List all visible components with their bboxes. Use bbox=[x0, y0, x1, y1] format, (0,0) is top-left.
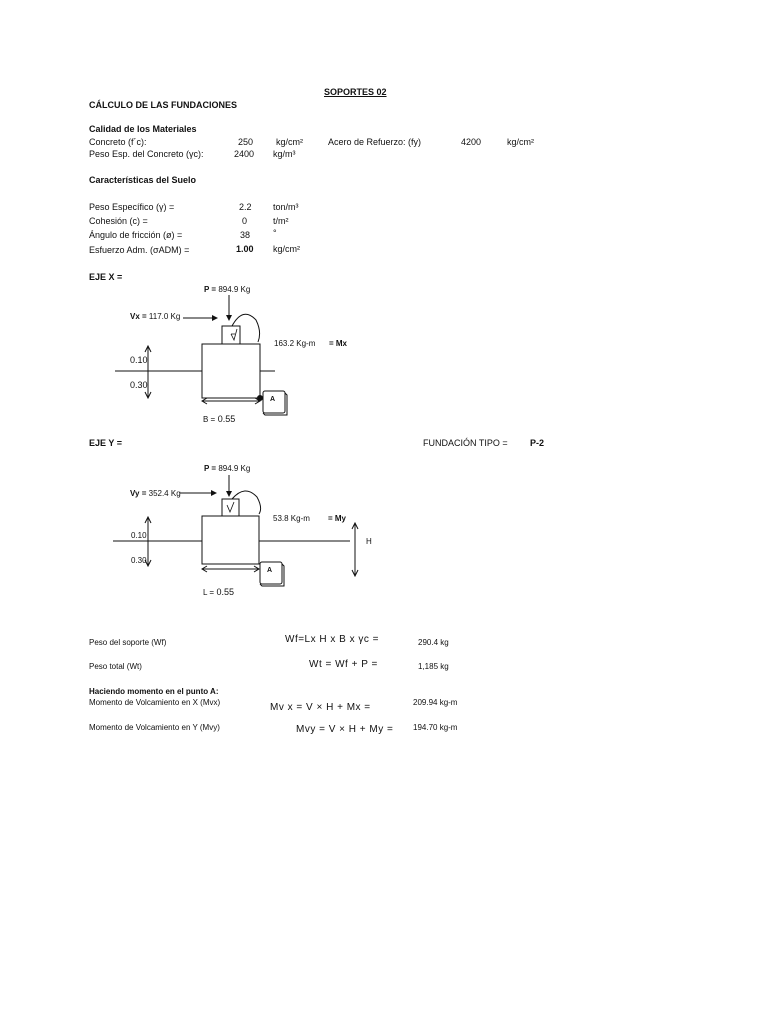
section-heading: CÁLCULO DE LAS FUNDACIONES bbox=[89, 100, 237, 110]
concrete-label: Concreto (f´c): bbox=[89, 137, 147, 147]
column-y bbox=[221, 498, 240, 517]
footing-y bbox=[201, 515, 260, 565]
dim-arrowheads-y bbox=[144, 515, 152, 568]
concrete-weight-label: Peso Esp. del Concreto (γc): bbox=[89, 149, 204, 159]
mvx-formula: Mv x = V × H + Mx = bbox=[270, 702, 371, 713]
mvx-value: 209.94 kg-m bbox=[413, 698, 458, 707]
axis-y-shear: Vy = 352.4 Kg bbox=[130, 489, 181, 498]
steel-value: 4200 bbox=[461, 137, 482, 147]
support-weight-value: 290.4 kg bbox=[418, 638, 449, 647]
axis-x-shear: Vx = 117.0 Kg bbox=[130, 312, 181, 321]
axis-y-moment-key: = My bbox=[328, 514, 347, 523]
column-mark-y bbox=[226, 501, 235, 514]
axis-y-width: L = 0.55 bbox=[203, 587, 235, 597]
allowable-stress-value: 1.00 bbox=[236, 244, 254, 254]
point-a-shadow-y bbox=[259, 563, 285, 587]
axis-x-dim-top: 0.10 bbox=[130, 355, 148, 365]
soil-heading: Características del Suelo bbox=[89, 175, 197, 185]
support-weight-label: Peso del soporte (Wf) bbox=[89, 638, 167, 647]
cohesion-label: Cohesión (c) = bbox=[89, 216, 148, 226]
mvy-value: 194.70 kg-m bbox=[413, 723, 458, 732]
total-weight-label: Peso total (Wt) bbox=[89, 662, 142, 671]
moment-arc-x bbox=[231, 313, 261, 343]
foundation-type-label: FUNDACIÓN TIPO = bbox=[423, 438, 508, 448]
point-a-shadow-x bbox=[262, 392, 288, 416]
mvy-label: Momento de Volcamiento en Y (Mvy) bbox=[89, 723, 220, 732]
mvx-label: Momento de Volcamiento en X (Mvx) bbox=[89, 698, 221, 707]
allowable-stress-label: Esfuerzo Adm. (σADM) = bbox=[89, 245, 190, 255]
axis-x-dim-bottom: 0.30 bbox=[130, 380, 148, 390]
axis-y-point-a: A bbox=[267, 567, 273, 574]
axis-x-point-a: A bbox=[270, 396, 276, 403]
cohesion-unit: t/m² bbox=[273, 216, 289, 226]
soil-weight-label: Peso Específico (γ) = bbox=[89, 202, 175, 212]
axis-x-moment-key: = Mx bbox=[329, 339, 348, 348]
concrete-value: 250 bbox=[238, 137, 254, 147]
axis-y-label: EJE Y = bbox=[89, 438, 122, 448]
dim-arrowheads-x bbox=[144, 344, 152, 400]
axis-y-height-label: H bbox=[366, 537, 372, 546]
mvy-formula: Mvy = V × H + My = bbox=[296, 724, 394, 735]
axis-y-dim-bottom: 0.30 bbox=[131, 556, 147, 565]
friction-angle-unit: ° bbox=[273, 228, 277, 238]
support-weight-formula: Wf=Lx H x B x γc = bbox=[285, 634, 380, 645]
axis-y-moment-value: 53.8 Kg-m bbox=[273, 514, 310, 523]
cohesion-value: 0 bbox=[242, 216, 248, 226]
total-weight-value: 1,185 kg bbox=[418, 662, 449, 671]
point-a-box-y bbox=[259, 561, 283, 585]
concrete-weight-value: 2400 bbox=[234, 149, 255, 159]
footing-x bbox=[201, 343, 261, 399]
point-a-box-x bbox=[262, 390, 286, 414]
axis-x-width: B = 0.55 bbox=[203, 414, 236, 424]
column-mark-x bbox=[230, 328, 238, 342]
allowable-stress-unit: kg/cm² bbox=[273, 244, 300, 254]
soil-weight-value: 2.2 bbox=[239, 202, 252, 212]
concrete-weight-unit: kg/m³ bbox=[273, 149, 296, 159]
foundation-type-value: P-2 bbox=[530, 438, 545, 448]
pivot-point-x bbox=[257, 395, 263, 401]
dim-height-arrowheads bbox=[351, 521, 359, 578]
page-title: SOPORTES 02 bbox=[324, 87, 387, 97]
column-x bbox=[221, 325, 241, 345]
axis-x-moment-value: 163.2 Kg-m bbox=[274, 339, 316, 348]
steel-label: Acero de Refuerzo: (fy) bbox=[328, 137, 422, 147]
friction-angle-label: Ángulo de fricción (ø) = bbox=[89, 230, 183, 240]
axis-y-dim-top: 0.10 bbox=[131, 531, 147, 540]
dim-width-arrowheads-y bbox=[201, 565, 260, 573]
soil-weight-unit: ton/m³ bbox=[273, 202, 299, 212]
steel-unit: kg/cm² bbox=[507, 137, 534, 147]
friction-angle-value: 38 bbox=[240, 230, 251, 240]
concrete-unit: kg/cm² bbox=[276, 137, 303, 147]
moment-arc-y bbox=[231, 490, 262, 515]
axis-x-load: P = 894.9 Kg bbox=[204, 285, 251, 294]
axis-y-load: P = 894.9 Kg bbox=[204, 464, 251, 473]
total-weight-formula: Wt = Wf + P = bbox=[309, 659, 378, 670]
axis-x-label: EJE X = bbox=[89, 272, 123, 282]
moment-heading: Haciendo momento en el punto A: bbox=[89, 687, 219, 696]
materials-heading: Calidad de los Materiales bbox=[89, 124, 197, 134]
